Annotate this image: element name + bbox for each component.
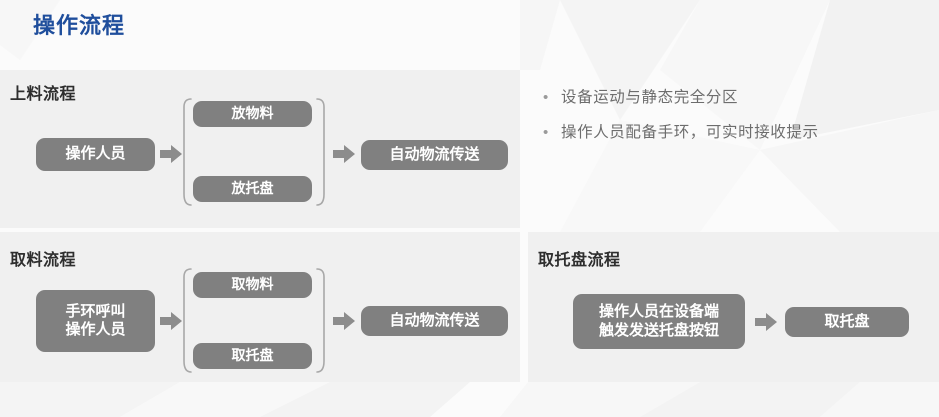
bullet-dot-icon: • — [543, 89, 549, 106]
box-loading-auto-conveyance[interactable]: 自动物流传送 — [361, 140, 508, 170]
list-item-label: 操作人员配备手环，可实时接收提示 — [561, 123, 819, 141]
box-picking-wristband-call-line1: 手环呼叫 — [65, 302, 126, 320]
arrow-right-icon — [160, 144, 182, 164]
arrow-right-icon — [333, 144, 355, 164]
box-picking-wristband-call-line2: 操作人员 — [65, 321, 126, 338]
box-pallet-trigger-button[interactable]: 操作人员在设备端 触发发送托盘按钮 — [573, 294, 745, 349]
section-heading-picking: 取料流程 — [10, 252, 77, 269]
box-loading-place-pallet[interactable]: 放托盘 — [193, 176, 312, 202]
arrow-right-icon — [160, 311, 182, 331]
bracket-right-loading — [316, 98, 328, 206]
arrow-right-icon — [755, 312, 777, 332]
box-picking-wristband-call[interactable]: 手环呼叫 操作人员 — [36, 290, 155, 352]
box-picking-auto-conveyance[interactable]: 自动物流传送 — [361, 306, 508, 336]
section-heading-pallet: 取托盘流程 — [538, 252, 621, 269]
list-item: • 设备运动与静态完全分区 — [543, 88, 933, 109]
bullet-dot-icon: • — [543, 123, 549, 141]
box-loading-place-material[interactable]: 放物料 — [193, 101, 312, 127]
section-heading-loading: 上料流程 — [10, 86, 77, 103]
box-pallet-take-pallet[interactable]: 取托盘 — [785, 307, 909, 337]
bracket-right-picking — [316, 268, 328, 373]
feature-bullet-list: • 设备运动与静态完全分区 • 操作人员配备手环，可实时接收提示 — [543, 88, 933, 158]
box-loading-operator[interactable]: 操作人员 — [36, 138, 155, 171]
list-item: • 操作人员配备手环，可实时接收提示 — [543, 123, 933, 144]
box-pallet-trigger-button-line1: 操作人员在设备端 — [598, 303, 719, 321]
box-pallet-trigger-button-line2: 触发发送托盘按钮 — [598, 321, 719, 339]
box-picking-take-material[interactable]: 取物料 — [193, 272, 312, 298]
list-item-label: 设备运动与静态完全分区 — [561, 89, 739, 106]
box-picking-take-pallet[interactable]: 取托盘 — [193, 343, 312, 369]
arrow-right-icon — [333, 311, 355, 331]
page-title: 操作流程 — [33, 13, 126, 38]
